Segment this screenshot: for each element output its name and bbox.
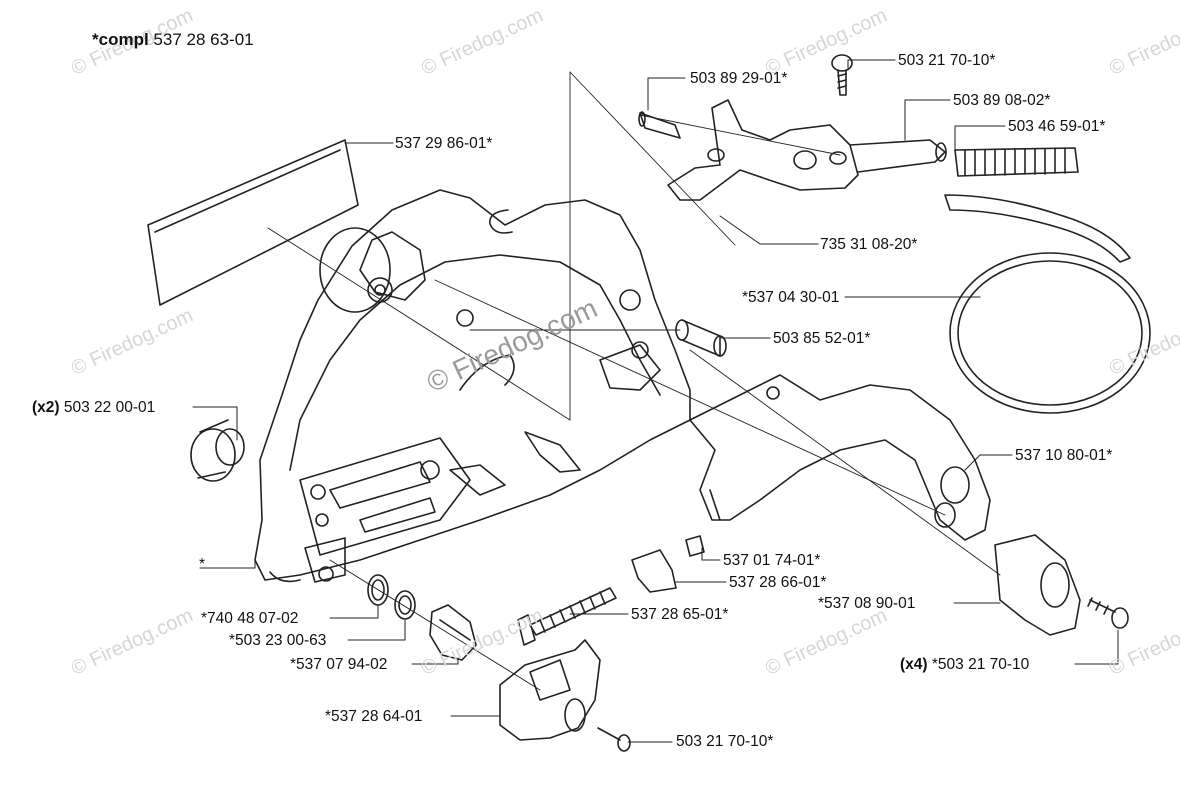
right-screw <box>1087 597 1129 629</box>
quantity-badge: (x4) <box>900 656 928 673</box>
brake-handle-assembly <box>638 99 947 201</box>
part-label[interactable]: * <box>199 556 206 573</box>
assembly-title-part: 537 28 63-01 <box>153 30 254 49</box>
brake-band <box>944 194 1151 414</box>
part-label[interactable]: *537 04 30-01 <box>742 289 840 306</box>
bottom-screw <box>597 727 631 752</box>
chain-tensioner-block <box>994 534 1081 636</box>
nut-washer <box>190 419 245 482</box>
part-label[interactable]: *537 28 64-01 <box>325 708 423 725</box>
part-label[interactable]: 503 85 52-01* <box>773 330 871 347</box>
part-label[interactable]: (x4) *503 21 70-10 <box>900 656 1029 674</box>
part-label[interactable]: 503 89 29-01* <box>690 70 788 87</box>
part-number: *503 21 70-10 <box>931 656 1030 673</box>
leader-lines <box>192 59 1119 743</box>
part-label[interactable]: 537 10 80-01* <box>1015 447 1113 464</box>
part-label[interactable]: *537 08 90-01 <box>818 595 916 612</box>
part-label[interactable]: *503 23 00-63 <box>229 632 327 649</box>
o-ring-set <box>367 574 416 620</box>
bottom-housing <box>499 639 601 741</box>
clutch-cover-body <box>254 189 691 583</box>
top-screw <box>831 54 853 96</box>
brake-spring <box>954 147 1079 177</box>
part-label[interactable]: 503 89 08-02* <box>953 92 1051 109</box>
part-label[interactable]: 537 01 74-01* <box>723 552 821 569</box>
part-label[interactable]: 537 28 66-01* <box>729 574 827 591</box>
chain-guard-cover <box>689 374 991 541</box>
part-label[interactable]: 735 31 08-20* <box>820 236 918 253</box>
part-label[interactable]: 537 29 86-01* <box>395 135 493 152</box>
part-number: 503 22 00-01 <box>63 399 156 416</box>
quantity-badge: (x2) <box>32 399 60 416</box>
part-label[interactable]: *740 48 07-02 <box>201 610 299 627</box>
drive-gear <box>429 604 477 661</box>
part-label[interactable]: 537 28 65-01* <box>631 606 729 623</box>
assembly-title: *compl 537 28 63-01 <box>92 31 254 49</box>
part-label[interactable]: 503 21 70-10* <box>898 52 996 69</box>
sight-plate <box>147 139 359 306</box>
part-label[interactable]: (x2) 503 22 00-01 <box>32 399 155 417</box>
pivot-pin <box>675 319 727 357</box>
assembly-lines <box>267 71 1001 691</box>
e-clip <box>489 209 513 234</box>
assembly-title-prefix: *compl <box>92 30 149 49</box>
part-label[interactable]: 503 21 70-10* <box>676 733 774 750</box>
adjusting-screw <box>517 587 617 646</box>
part-label[interactable]: 503 46 59-01* <box>1008 118 1106 135</box>
part-label[interactable]: *537 07 94-02 <box>290 656 388 673</box>
tensioner-nut <box>631 535 705 593</box>
